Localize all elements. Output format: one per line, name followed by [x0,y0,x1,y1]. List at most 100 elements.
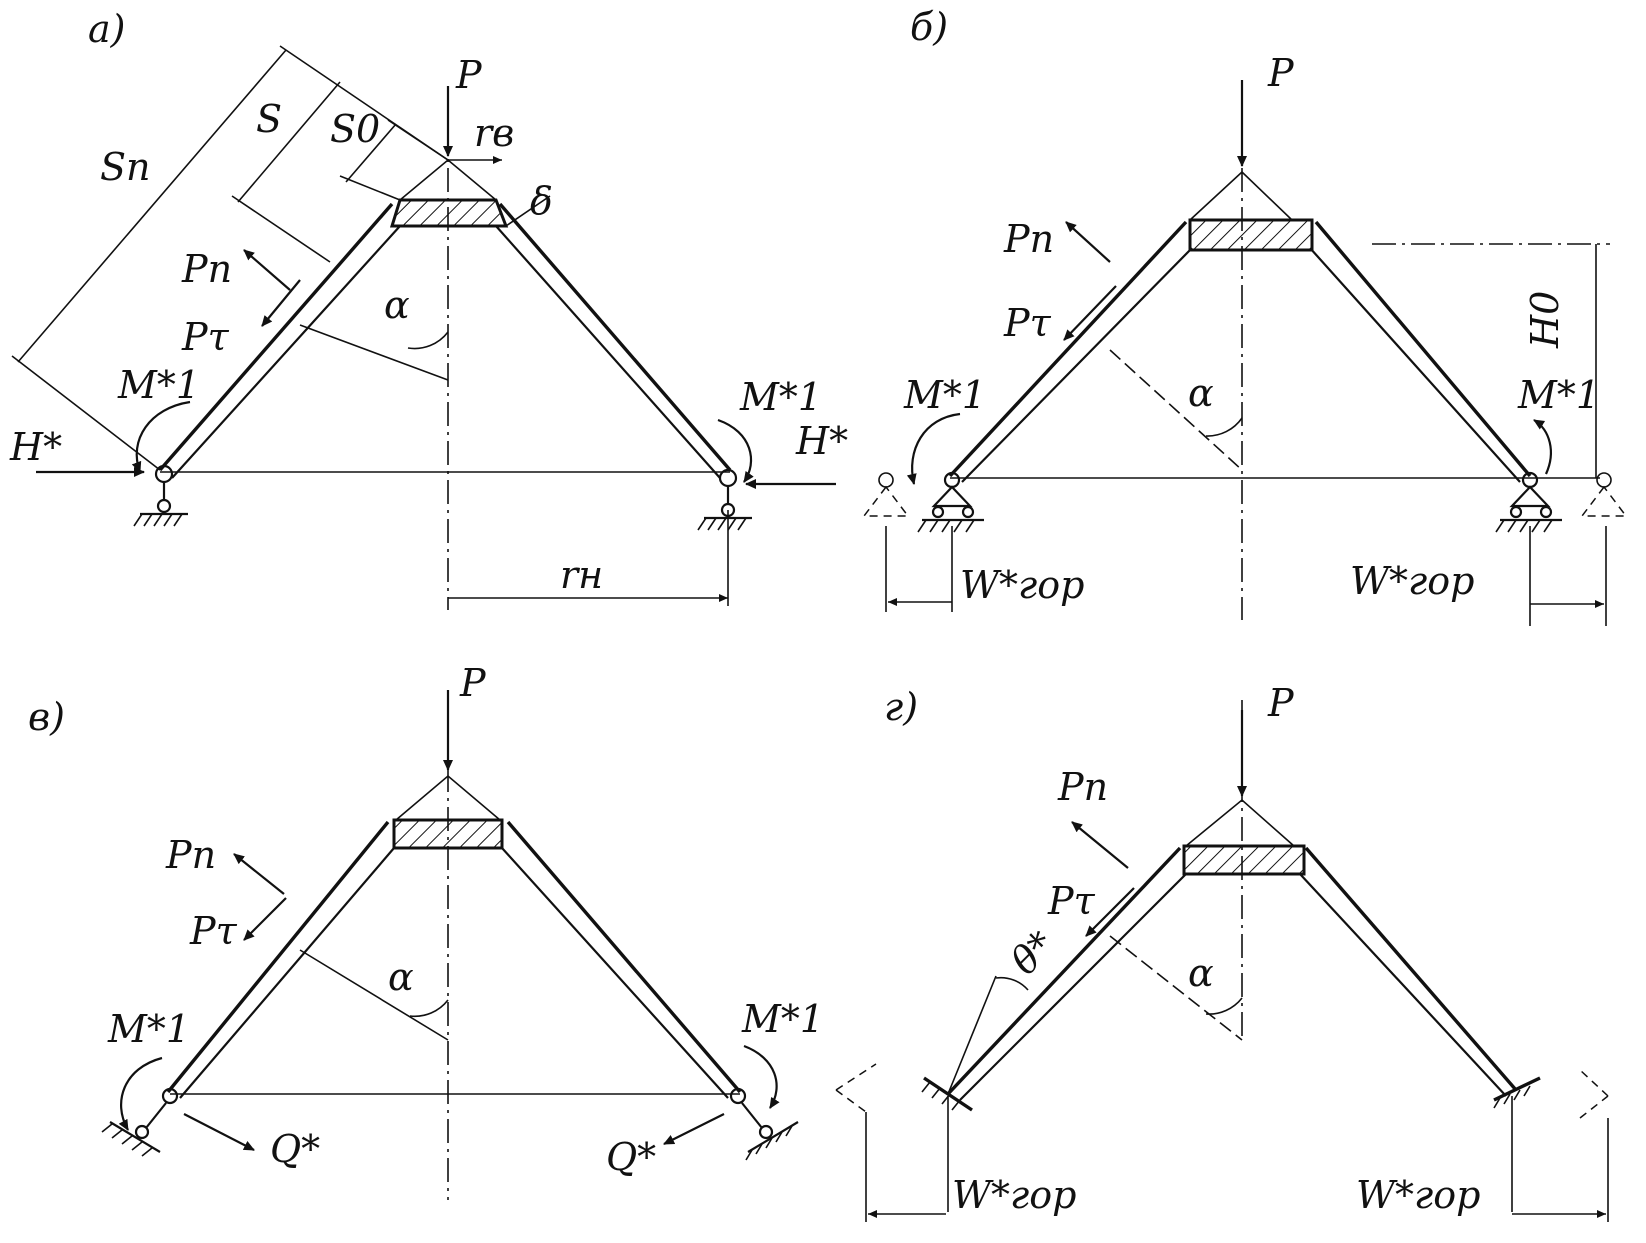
panel-a-s: S [256,97,282,141]
panel-g-alpha-arc [1205,997,1243,1015]
panel-a-pn: Pп [181,247,232,291]
panel-a-dim-s [237,81,341,203]
panel-a-pt-arrow [261,279,301,327]
panel-v-m1-left-arc [118,1056,163,1131]
panel-b-left-arm-outer [948,220,1188,478]
panel-g-label: г) [884,685,918,729]
panel-b-apex-lines [1189,170,1293,221]
panel-a-dim-s0 [345,123,397,183]
panel-v-alpha-perp [299,949,449,1041]
panel-a-pn-arrow [243,249,291,291]
panel-g-right-displaced [1579,1069,1609,1119]
panel-g-pn-arrow [1071,821,1129,869]
panel-b-center-disc [1188,218,1314,252]
panel-v-pt: Pτ [189,909,238,953]
panel-v-m1-right: M*1 [741,997,824,1041]
panel-v-label: в) [28,695,65,739]
panel-a-dim-sn [17,49,287,363]
panel-b-pt: Pτ [1003,301,1052,345]
panel-g-apex-lines [1185,798,1295,847]
panel-a: а) α δ Sп S S0 [9,7,848,610]
panel-b-right-arm-outer [1314,220,1532,478]
panel-a-right-arm-outer [498,202,732,472]
panel-b-left-arm-inner [961,247,1193,483]
panel-g-center-disc [1182,844,1306,876]
panel-v-right-support [729,1087,799,1161]
panel-g-left-displaced [835,1063,877,1113]
panel-a-m1-right-arc [717,418,754,483]
panel-v-left-arm-inner [179,847,395,1099]
panel-a-left-arm-inner [171,225,401,479]
panel-a-left-support [133,464,188,527]
panel-g-theta-line [947,975,997,1095]
panel-v-alpha-arc [409,999,449,1018]
panel-v-q-right-arrow [663,1113,725,1145]
panel-v-pt-arrow [243,897,287,941]
panel-v-q-left-arrow [183,1113,255,1151]
panel-b-m1-right: M*1 [1517,373,1600,417]
panel-a-delta-dim [505,195,551,227]
panel-v-center-disc [392,818,504,850]
panel-b-right-support [1495,471,1628,533]
panel-v-pn: Pп [165,833,216,877]
panel-b-h0: H0 [1523,291,1567,349]
panel-a-sn: Sп [100,145,151,189]
panel-v-q-right: Q* [606,1135,656,1179]
panel-a-left-arm-outer [158,202,394,472]
panel-b: б) α H0 P Pп Pτ M*1 M*1 [862,5,1628,626]
panel-g: г) α P Pп Pτ θ* [835,681,1609,1222]
panel-g-alpha: α [1188,951,1214,995]
panel-g-w-left: W*гор [952,1173,1076,1217]
panel-v-right-arm-inner [501,847,729,1099]
panel-a-m1-left: M*1 [117,363,200,407]
panel-a-alpha-perp [299,324,449,381]
panel-g-alpha-perp [1109,935,1243,1041]
panel-v-apex-lines [395,774,501,821]
panel-g-pt-arrow [1085,887,1135,937]
panel-b-pn: Pп [1003,217,1054,261]
panel-g-pt: Pτ [1047,879,1096,923]
panel-b-left-support [862,471,984,533]
panel-b-alpha-perp [1109,349,1243,471]
panel-v-alpha: α [388,955,414,999]
panel-a-alpha: α [384,283,410,327]
panel-b-pt-arrow [1063,285,1117,341]
panel-g-left-clamp [921,1076,973,1212]
panel-a-pt: Pτ [181,315,230,359]
panel-a-s0: S0 [330,107,380,151]
panel-g-left-arm-inner [959,873,1187,1101]
panel-b-right-arm-inner [1309,247,1521,483]
panel-g-p: P [1267,681,1295,725]
panel-a-p: P [455,53,483,97]
panel-a-ext-5 [387,119,449,161]
panel-v: в) α P Pп Pτ M*1 M*1 Q* Q* [28,661,824,1200]
panel-g-w-right: W*гор [1356,1173,1480,1217]
panel-g-right-arm-inner [1299,873,1507,1097]
panel-g-theta: θ* [1002,923,1063,984]
panel-b-m1-left: M*1 [903,373,986,417]
panel-a-delta: δ [530,179,553,223]
panel-a-h-left: H* [9,425,62,469]
panel-v-m1-left: M*1 [107,1007,190,1051]
panel-a-right-support [697,468,752,531]
panel-v-left-support [101,1087,179,1157]
panel-g-left-arm-outer [946,846,1182,1096]
panel-v-right-arm-outer [506,820,742,1094]
panel-v-left-arm-outer [166,820,390,1094]
panel-a-right-arm-inner [495,225,721,479]
panel-b-m1-right-arc [1533,419,1552,475]
panel-a-rv: rв [474,111,514,155]
panel-a-m1-left-arc [131,400,191,473]
panel-b-w-left: W*гор [960,563,1084,607]
panel-a-rn: rн [560,553,603,597]
panel-b-pn-arrow [1065,221,1111,263]
panel-g-theta-arc [995,976,1029,991]
panel-a-label: а) [88,7,125,51]
panel-a-alpha-arc [407,331,449,350]
panel-a-ext-1 [11,355,161,471]
panel-b-alpha: α [1188,371,1214,415]
panel-v-pn-arrow [233,853,285,895]
panel-b-m1-left-arc [906,412,961,485]
